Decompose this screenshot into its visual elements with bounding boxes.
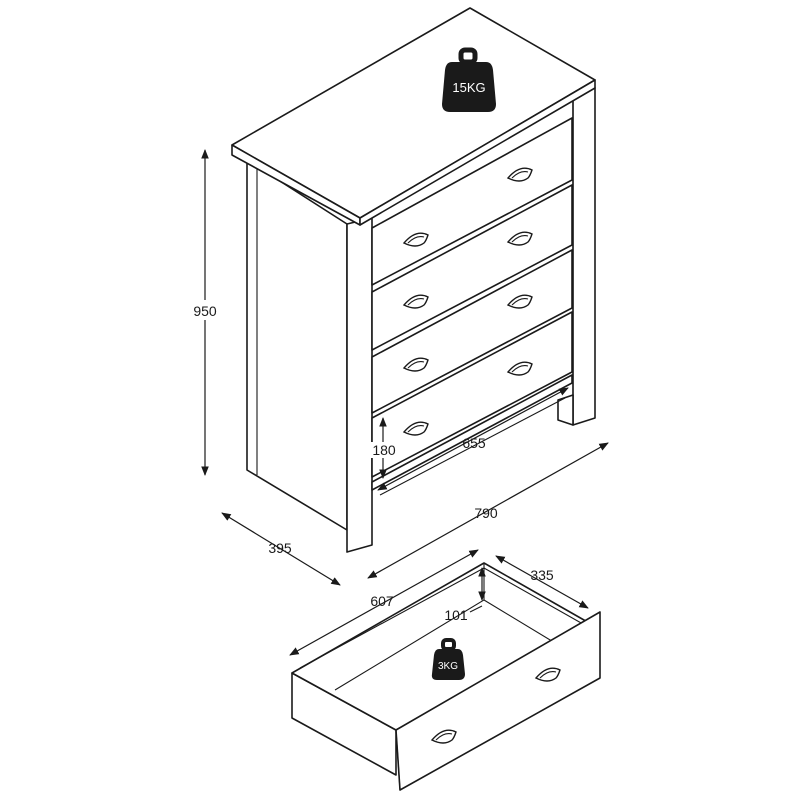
drawer-depth-label: 335 — [530, 567, 554, 583]
weight-icon: 15KG — [442, 47, 496, 112]
drawer-detail: 3KG — [291, 562, 601, 791]
drawer-inner-height-label: 101 — [444, 607, 468, 623]
cup-handle-icon — [402, 357, 429, 372]
front-left-post — [346, 217, 373, 553]
dresser-top-front-edge — [359, 79, 596, 226]
dimension-drawer-length: 607 — [289, 549, 479, 656]
drawer-front-3[interactable] — [371, 249, 573, 414]
cup-handle-icon — [402, 294, 429, 309]
height-label: 950 — [193, 303, 217, 319]
dimension-drawer-front-height: 180 — [369, 417, 399, 479]
drawer-front-2[interactable] — [371, 184, 573, 351]
dresser-side-panel — [246, 159, 348, 531]
drawer-front-height-label: 180 — [372, 442, 396, 458]
drawer-front-edge — [395, 729, 401, 791]
cup-handle-icon — [534, 667, 561, 682]
cup-handle-icon — [430, 729, 457, 744]
drawer-length-label: 607 — [370, 593, 394, 609]
dimension-drawer-inner-width: 655 — [377, 387, 569, 491]
dimension-height: 950 — [190, 149, 220, 476]
cup-handle-icon — [506, 167, 533, 182]
cup-handle-icon — [402, 232, 429, 247]
dimension-drawer-inner-height: 101 — [444, 567, 486, 623]
top-load-label: 15KG — [452, 80, 485, 95]
depth-label: 395 — [268, 540, 292, 556]
cup-handle-icon — [506, 294, 533, 309]
dimension-depth: 395 — [221, 512, 341, 586]
front-right-post — [572, 87, 596, 426]
width-label: 790 — [474, 505, 498, 521]
drawer-inner-width-label: 655 — [462, 435, 486, 451]
drawer-load-label: 3KG — [438, 661, 458, 672]
dimension-width: 790 — [367, 442, 609, 579]
right-post-foot — [557, 394, 574, 426]
dimension-drawer-depth: 335 — [495, 555, 589, 609]
cup-handle-icon — [506, 361, 533, 376]
cup-handle-icon — [506, 231, 533, 246]
